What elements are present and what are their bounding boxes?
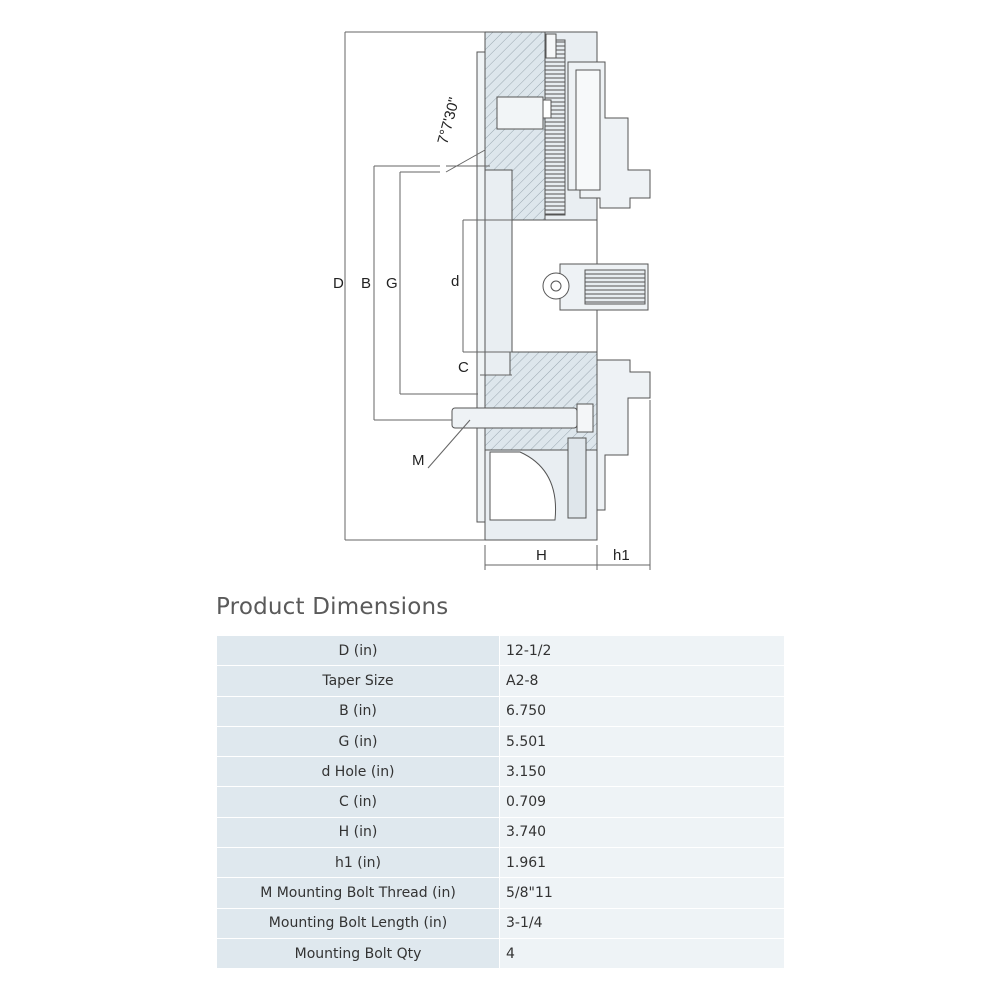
row-value: 12-1/2 [499, 636, 784, 667]
row-label: B (in) [217, 696, 500, 727]
chuck-section-drawing: D B G d C M H h1 7°7'30" [333, 31, 651, 570]
table-row: d Hole (in)3.150 [217, 756, 784, 788]
dimension-lines [344, 31, 651, 570]
row-label: Mounting Bolt Length (in) [217, 908, 500, 939]
label-d: d [451, 273, 459, 290]
label-h1: h1 [613, 547, 630, 564]
upper-jaw [567, 61, 651, 209]
table-row: B (in)6.750 [217, 696, 784, 727]
label-G: G [386, 275, 398, 292]
row-value: 3.740 [499, 817, 784, 849]
row-label: Taper Size [217, 665, 500, 697]
scroll-teeth [544, 33, 566, 216]
label-B: B [361, 275, 371, 292]
row-value: 6.750 [499, 696, 784, 727]
row-value: 0.709 [499, 786, 784, 818]
row-label: C (in) [217, 786, 500, 818]
label-C: C [458, 359, 469, 376]
table-row: Mounting Bolt Length (in)3-1/4 [217, 908, 784, 939]
row-label: M Mounting Bolt Thread (in) [217, 877, 500, 909]
table-row: C (in)0.709 [217, 786, 784, 818]
row-label: H (in) [217, 817, 500, 849]
table-row: h1 (in)1.961 [217, 847, 784, 879]
row-label: D (in) [217, 636, 500, 667]
label-M: M [412, 452, 425, 469]
row-value: 5/8"11 [499, 877, 784, 909]
row-label: Mounting Bolt Qty [217, 938, 500, 970]
pinion [496, 96, 552, 130]
row-label: G (in) [217, 726, 500, 758]
row-value: 4 [499, 938, 784, 970]
label-angle: 7°7'30" [434, 96, 463, 146]
label-H: H [536, 547, 547, 564]
lower-jaw [567, 359, 651, 519]
row-value: 1.961 [499, 847, 784, 879]
label-D: D [333, 275, 344, 292]
row-value: 5.501 [499, 726, 784, 758]
mounting-bolt [451, 403, 594, 433]
table-row: M Mounting Bolt Thread (in)5/8"11 [217, 877, 784, 909]
row-label: d Hole (in) [217, 756, 500, 788]
table-row: D (in)12-1/2 [217, 636, 784, 667]
table-row: H (in)3.740 [217, 817, 784, 849]
row-value: 3.150 [499, 756, 784, 788]
section-title: Product Dimensions [216, 594, 449, 620]
row-label: h1 (in) [217, 847, 500, 879]
row-value: 3-1/4 [499, 908, 784, 939]
radial-screw [542, 263, 649, 311]
row-value: A2-8 [499, 665, 784, 697]
table-row: G (in)5.501 [217, 726, 784, 758]
